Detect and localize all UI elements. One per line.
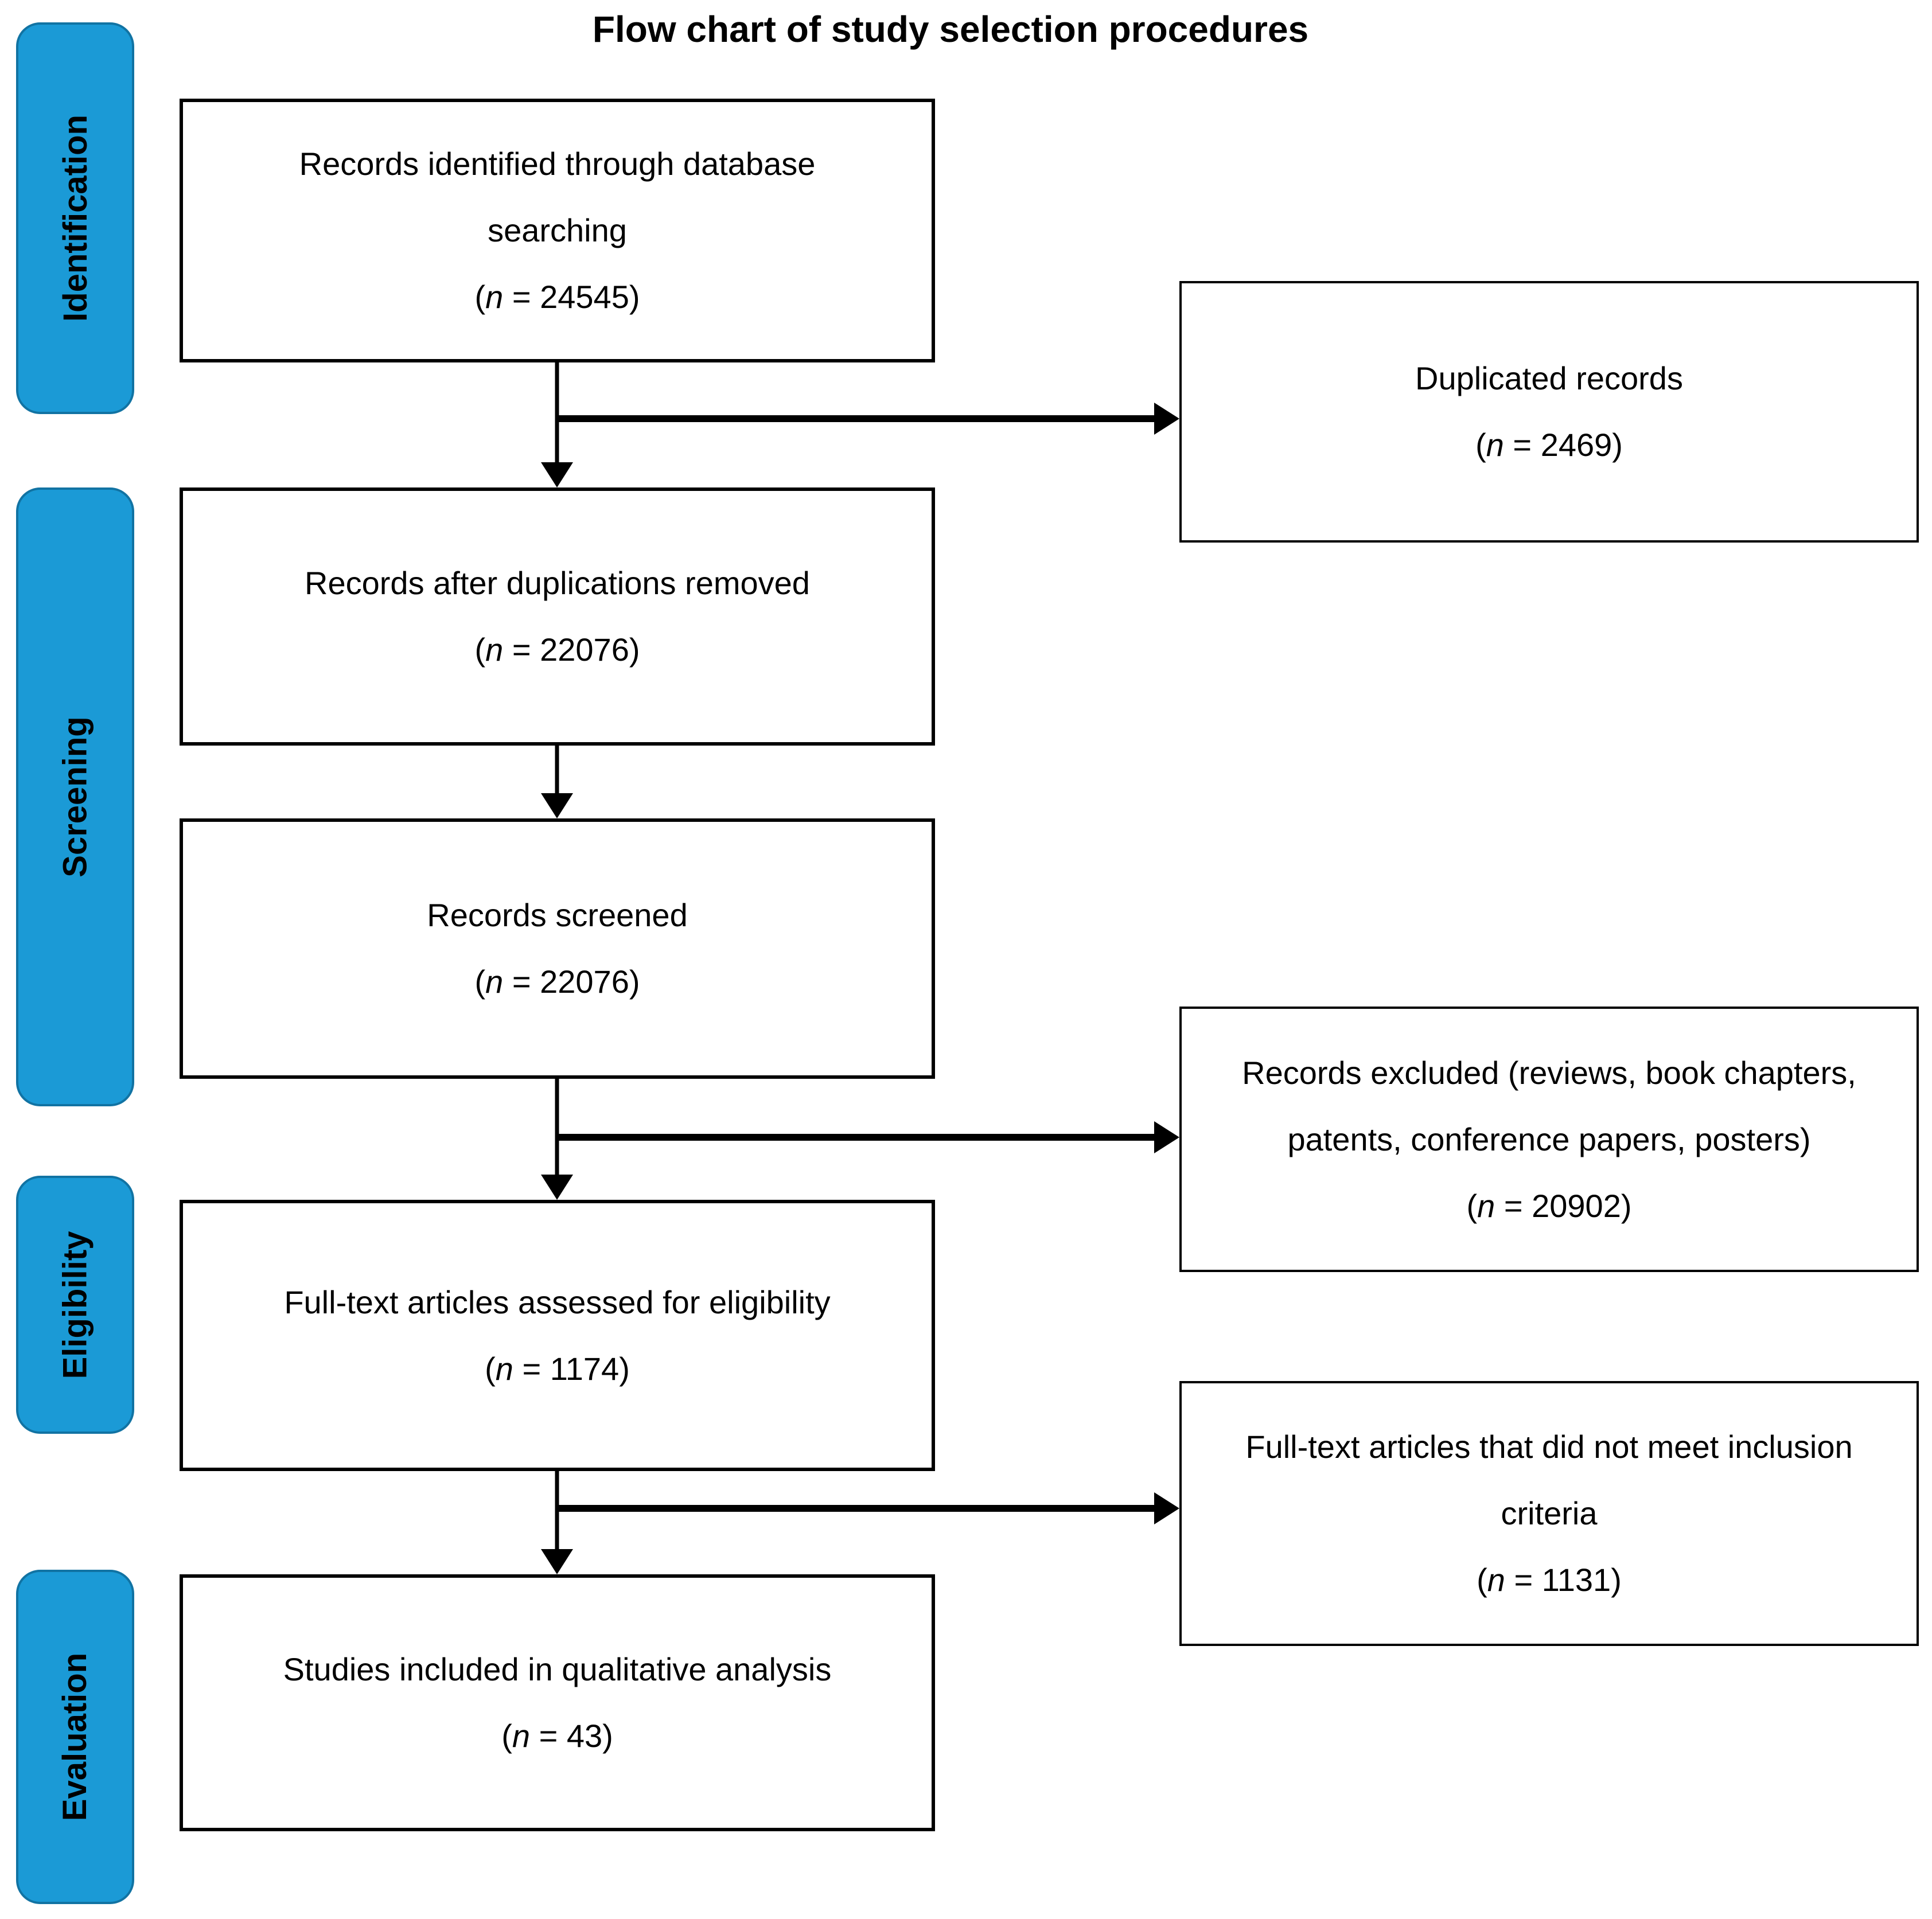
n-count-line: (n = 20902) bbox=[1466, 1187, 1632, 1224]
connector-screened-to-fulltext bbox=[541, 1079, 573, 1200]
box-duplicates-removed: Records after duplications removed (n = … bbox=[180, 487, 935, 746]
connector-branch-excluded bbox=[555, 1121, 1179, 1153]
box-fulltext-assessed: Full-text articles assessed for eligibil… bbox=[180, 1200, 935, 1471]
box-line: searching bbox=[488, 212, 627, 248]
box-records-excluded: Records excluded (reviews, book chapters… bbox=[1179, 1007, 1919, 1272]
box-line: Records screened bbox=[427, 897, 688, 933]
box-line: Full-text articles that did not meet inc… bbox=[1245, 1429, 1853, 1465]
connector-deduped-to-screened bbox=[541, 746, 573, 818]
sidebar-stage-identification: Identification bbox=[16, 22, 134, 414]
n-count-line: (n = 22076) bbox=[474, 964, 640, 1000]
box-line: Records after duplications removed bbox=[305, 565, 810, 601]
n-count-line: (n = 43) bbox=[501, 1718, 613, 1754]
stage-label: Identification bbox=[56, 115, 94, 322]
stage-label: Eligibility bbox=[56, 1231, 94, 1379]
box-line: Records excluded (reviews, book chapters… bbox=[1242, 1054, 1856, 1091]
box-studies-included: Studies included in qualitative analysis… bbox=[180, 1574, 935, 1831]
stage-label: Screening bbox=[56, 716, 94, 877]
sidebar-stage-eligibility: Eligibility bbox=[16, 1176, 134, 1434]
box-records-identified: Records identified through database sear… bbox=[180, 99, 935, 362]
n-count-line: (n = 1174) bbox=[485, 1350, 630, 1387]
stage-label: Evaluation bbox=[56, 1652, 94, 1822]
n-count-line: (n = 24545) bbox=[474, 279, 640, 315]
sidebar-stage-screening: Screening bbox=[16, 487, 134, 1106]
box-records-screened: Records screened (n = 22076) bbox=[180, 818, 935, 1079]
box-line: Records identified through database bbox=[299, 146, 816, 182]
box-fulltext-not-included: Full-text articles that did not meet inc… bbox=[1179, 1381, 1919, 1646]
n-count-line: (n = 2469) bbox=[1475, 427, 1623, 463]
box-line: criteria bbox=[1501, 1495, 1598, 1531]
box-line: patents, conference papers, posters) bbox=[1287, 1121, 1811, 1157]
box-line: Full-text articles assessed for eligibil… bbox=[284, 1284, 831, 1320]
box-line: Duplicated records bbox=[1415, 360, 1683, 396]
sidebar-stage-evaluation: Evaluation bbox=[16, 1570, 134, 1904]
connector-branch-duplicated bbox=[555, 403, 1179, 435]
connector-identified-to-deduped bbox=[541, 362, 573, 487]
box-duplicated-records: Duplicated records (n = 2469) bbox=[1179, 281, 1919, 543]
box-line: Studies included in qualitative analysis bbox=[283, 1651, 832, 1687]
connector-branch-not-included bbox=[555, 1492, 1179, 1524]
n-count-line: (n = 1131) bbox=[1477, 1562, 1622, 1598]
connector-fulltext-to-included bbox=[541, 1471, 573, 1574]
page-title: Flow chart of study selection procedures bbox=[592, 9, 1309, 50]
n-count-line: (n = 22076) bbox=[474, 631, 640, 668]
